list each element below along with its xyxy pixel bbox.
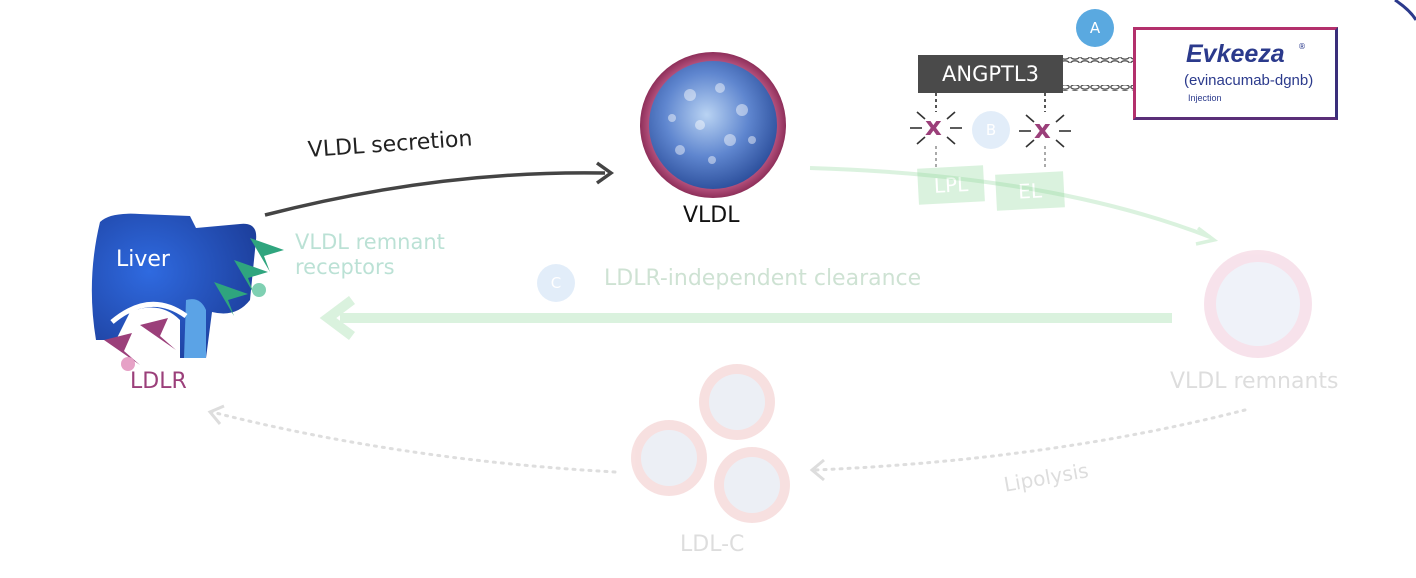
vldl-secretion-arrow <box>264 171 606 217</box>
badge-c: C <box>537 264 575 302</box>
remnant-receptors <box>214 238 284 316</box>
ldl-c-particles <box>631 364 790 523</box>
liver-shape <box>91 213 257 358</box>
el-enzyme: EL <box>995 171 1065 211</box>
vldl-particle <box>640 52 786 198</box>
vldl-remnant-receptors-line2: receptors <box>295 255 395 279</box>
inhibition-burst-2 <box>1019 114 1071 148</box>
chain-top <box>1063 57 1133 63</box>
lpl-inhibition-mark: x <box>925 112 942 142</box>
ldlr-independent-clearance-label: LDLR-independent clearance <box>604 266 922 291</box>
vldl-remnant-particle <box>1204 250 1312 358</box>
ldlr-independent-clearance-arrow <box>319 296 1172 340</box>
vldl-label: VLDL <box>683 203 740 228</box>
drug-registered-mark: ® <box>1298 42 1306 51</box>
drug-generic-name: (evinacumab-dgnb) <box>1184 72 1314 89</box>
liver-label: Liver <box>116 247 170 272</box>
badge-b: B <box>972 111 1010 149</box>
angptl3-box: ANGPTL3 <box>918 55 1063 93</box>
ldlr-label: LDLR <box>130 369 187 394</box>
chain-bottom <box>1063 85 1133 91</box>
badge-a: A <box>1076 9 1114 47</box>
corner-accent <box>1394 0 1416 21</box>
evkeeza-drug-box: Evkeeza ® (evinacumab-dgnb) Injection <box>1133 27 1338 120</box>
vldl-remnant-receptors-line1: VLDL remnant <box>295 230 445 254</box>
lpl-enzyme: LPL <box>917 165 985 205</box>
inhibition-burst-1 <box>910 111 962 145</box>
drug-route: Injection <box>1188 93 1222 103</box>
ldl-c-label: LDL-C <box>680 532 745 557</box>
ldlr-receptors <box>104 318 176 371</box>
vldl-remnants-label: VLDL remnants <box>1170 369 1339 394</box>
el-inhibition-mark: x <box>1034 115 1051 145</box>
dotted-arrows <box>207 404 1247 482</box>
lipolysis-path <box>809 166 1219 246</box>
vldl-secretion-arrowhead <box>595 161 615 185</box>
vldl-remnant-receptors-label: VLDL remnant receptors <box>295 230 445 280</box>
drug-brand-name: Evkeeza <box>1186 40 1285 68</box>
